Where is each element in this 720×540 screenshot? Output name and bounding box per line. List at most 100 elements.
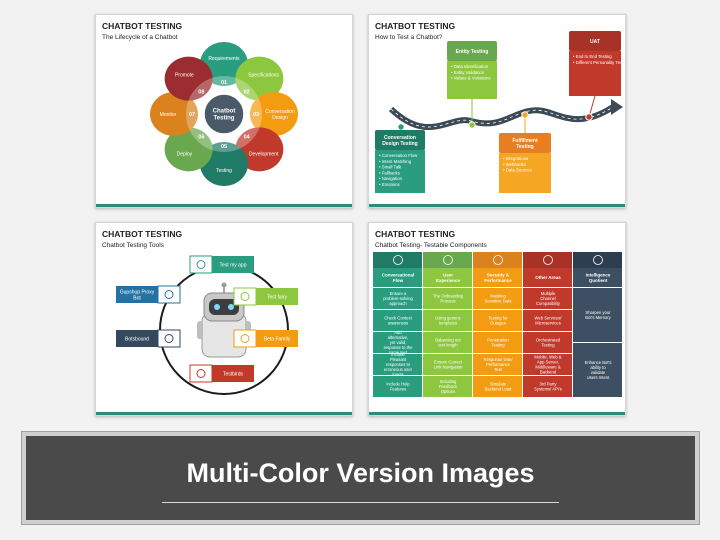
box-body (499, 153, 551, 193)
column-icon-bar (423, 252, 472, 268)
column-icon-bar (523, 252, 572, 268)
box-body (569, 51, 621, 96)
box-header (375, 130, 425, 150)
petal-number: 08 (198, 89, 204, 95)
tool-label: Test my app (220, 263, 247, 269)
petal-label: Monitor (160, 112, 177, 118)
slide-accent-bar (96, 412, 352, 415)
slide-how-to-test[interactable]: CHATBOT TESTING How to Test a Chatbot? C… (368, 14, 626, 208)
milestone-dot (468, 121, 476, 129)
box-header (569, 31, 621, 51)
milestone-dot (585, 113, 593, 121)
slide-testing-tools[interactable]: CHATBOT TESTING Chatbot Testing Tools Te… (95, 222, 353, 416)
table-cell (373, 332, 422, 353)
box-item: • Intent Matching (379, 159, 412, 164)
version-banner: Multi-Color Version Images (21, 431, 700, 525)
slide-accent-bar (96, 204, 352, 207)
slide-accent-bar (369, 204, 625, 207)
slide-title: CHATBOT TESTING (102, 21, 183, 31)
gear-icon-glyph (164, 334, 174, 343)
table-cell (373, 310, 422, 331)
app-icon-glyph (196, 260, 206, 269)
proxy-icon (157, 285, 181, 304)
robot-eye-left (214, 304, 220, 310)
tool-label-box (212, 365, 254, 382)
table-cell (473, 310, 522, 331)
box-item: • Small Talk (379, 165, 402, 170)
table-cell (423, 288, 472, 309)
tool-label-box (212, 256, 254, 273)
column-icon (543, 255, 553, 265)
table-cell (373, 354, 422, 375)
slide-title: CHATBOT TESTING (102, 229, 183, 239)
cell-text: Mobile, Web &App Server,Middleware &Back… (534, 355, 561, 375)
box-item: • Emotions (379, 182, 400, 187)
column-icon-bar (373, 252, 422, 268)
petal-3 (250, 92, 298, 136)
table-cell (523, 332, 572, 353)
box-item: • Fallbacks (379, 170, 400, 175)
table-cell (473, 288, 522, 309)
slide-testable-components[interactable]: CHATBOT TESTING Chatbot Testing- Testabl… (368, 222, 626, 416)
banner-divider (162, 502, 559, 503)
slide-title: CHATBOT TESTING (375, 21, 456, 31)
box-item: • Webhooks (503, 162, 526, 167)
petal-number: 03 (253, 112, 259, 118)
petal-8 (164, 56, 213, 101)
petal-label: Requirements (208, 56, 240, 62)
tool-label: Beta Family (264, 337, 291, 343)
petal-number: 02 (244, 89, 250, 95)
table-cell (373, 288, 422, 309)
table-cell (473, 354, 522, 375)
lifecycle-flower-diagram: Requirements01Specifications02Conversati… (150, 42, 298, 186)
milestone-dot (397, 123, 405, 131)
cell-text: Web Services/Microservices (535, 316, 563, 326)
slide-accent-bar (369, 412, 625, 415)
petal-label: Development (249, 152, 279, 158)
table-cell (473, 332, 522, 353)
petal-number: 05 (221, 144, 227, 150)
column-icon (393, 255, 403, 265)
bee-icon-glyph (240, 334, 250, 343)
column-header (423, 268, 472, 287)
column-header (523, 268, 572, 287)
slide-title: CHATBOT TESTING (375, 229, 456, 239)
table-cell (523, 354, 572, 375)
milestone-dot (521, 111, 529, 119)
petal-label: Deploy (177, 152, 193, 158)
column-icon-bar (573, 252, 622, 268)
road-arrow (611, 99, 623, 115)
tool-label-box (116, 330, 158, 347)
petal-7 (150, 92, 198, 136)
tool-label: Botsbound (125, 337, 149, 343)
center-hub (203, 93, 245, 135)
slide-subtitle: The Lifecycle of a Chatbot (102, 34, 178, 41)
table-cell (523, 288, 572, 309)
petal-6 (164, 127, 213, 172)
box-item: • Different Personality Tests (573, 60, 625, 65)
slide-lifecycle[interactable]: CHATBOT TESTING The Lifecycle of a Chatb… (95, 14, 353, 208)
gear-icon (157, 329, 181, 348)
tool-label-box (256, 288, 298, 305)
column-header-label: Security &Performance (484, 272, 512, 283)
box-item: • Values & Variations (451, 76, 491, 81)
tool-label-box (116, 286, 158, 303)
petal-label: Testing (216, 168, 232, 174)
tools-icon (233, 287, 257, 306)
box-item: • End to End Testing (573, 54, 612, 59)
